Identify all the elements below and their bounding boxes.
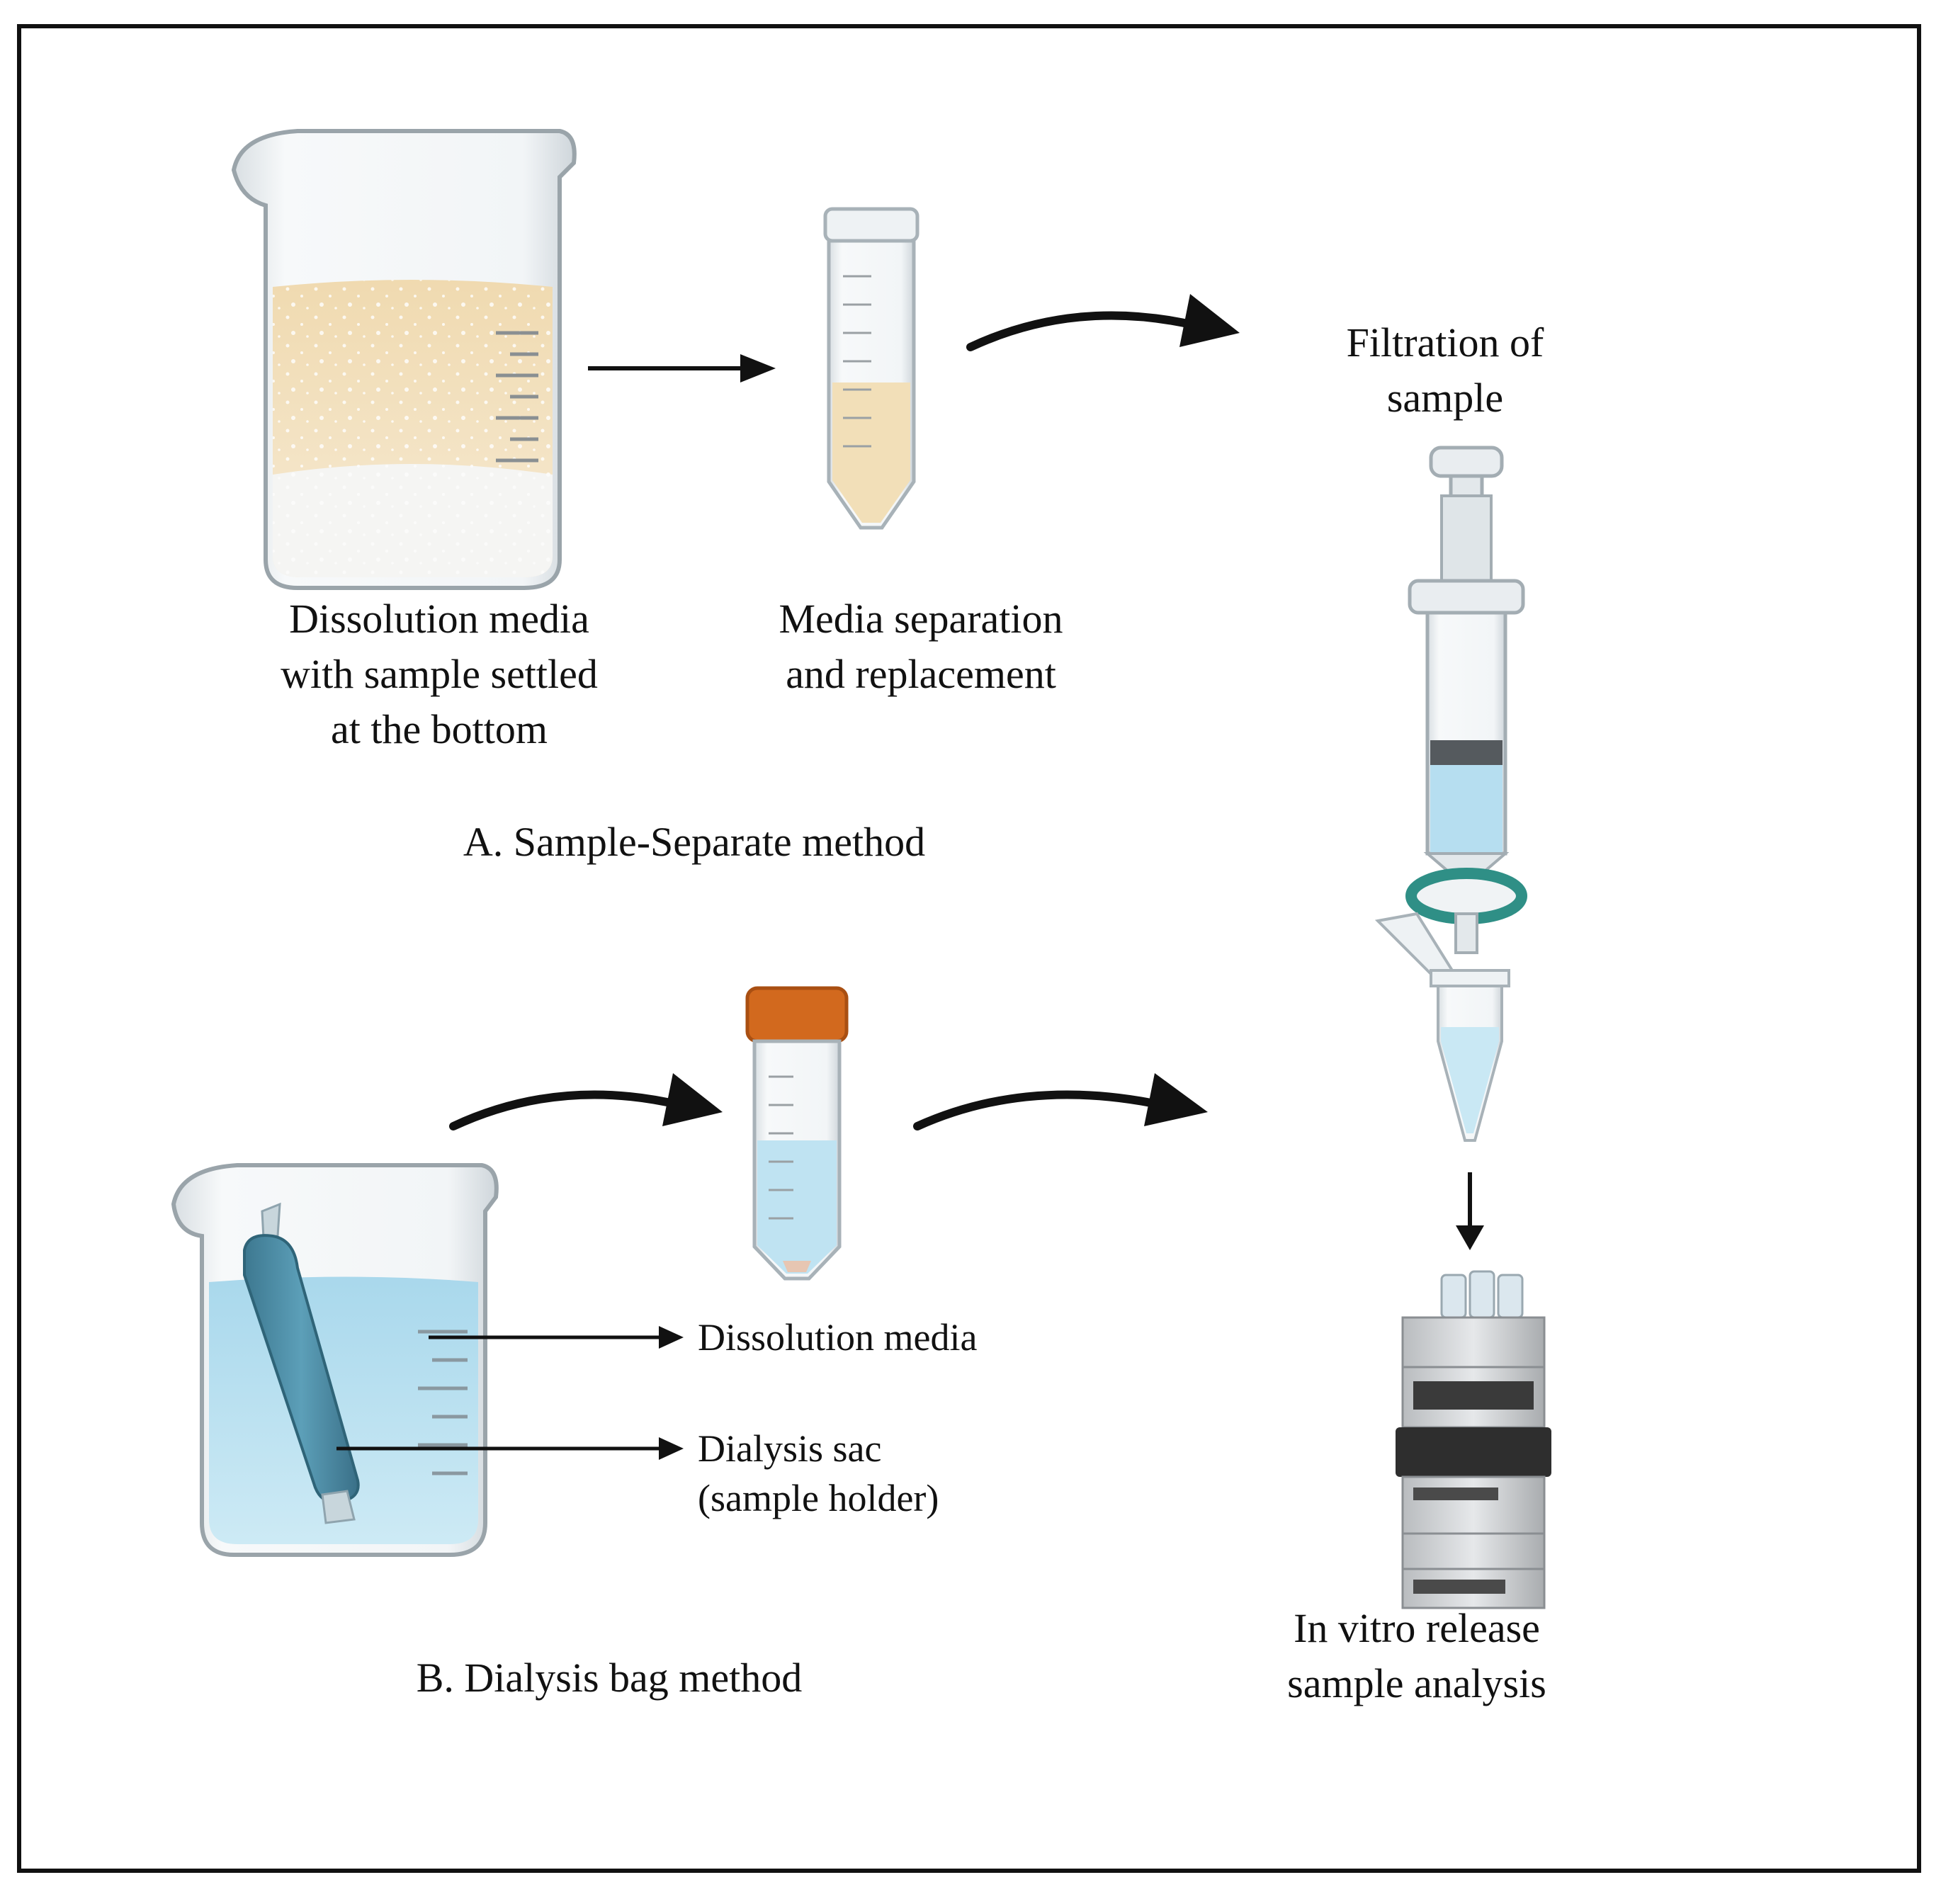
label-line: sample (1386, 375, 1504, 421)
label-line: A. Sample-Separate method (463, 819, 926, 865)
centrifuge-tube-icon (745, 986, 849, 1281)
label-dissolution-media: Dissolution media (698, 1313, 1066, 1362)
method-a-title: A. Sample-Separate method (368, 815, 1020, 870)
label-filtration: Filtration of sample (1289, 315, 1601, 426)
pointer-dialysis-sac (336, 1437, 684, 1460)
arrow-to-tube-b (449, 1073, 723, 1130)
microcentrifuge-tube-icon (1374, 912, 1510, 1142)
arrow-to-filtration-b (913, 1073, 1208, 1130)
label-dialysis-sac: Dialysis sac (sample holder) (698, 1424, 1066, 1523)
method-b-title: B. Dialysis bag method (340, 1650, 878, 1706)
label-line: (sample holder) (698, 1477, 939, 1519)
syringe-filter-icon (1405, 446, 1527, 954)
arrow-to-filtration-a (966, 294, 1240, 351)
label-analysis: In vitro release sample analysis (1233, 1601, 1601, 1711)
arrow-to-analysis (1456, 1172, 1484, 1250)
centrifuge-tube-icon (823, 207, 919, 530)
label-line: In vitro release (1294, 1605, 1540, 1651)
dialysis-bag-icon (243, 1202, 360, 1524)
arrow-to-tube (588, 354, 776, 382)
label-line: B. Dialysis bag method (416, 1655, 803, 1701)
label-media-separation: Media separation and replacement (723, 591, 1119, 702)
label-line: sample analysis (1287, 1660, 1546, 1706)
label-line: Dialysis sac (698, 1427, 882, 1470)
label-line: Filtration of (1346, 319, 1544, 366)
label-line: Dissolution media (289, 596, 589, 642)
hplc-instrument-icon (1396, 1270, 1551, 1609)
label-line: with sample settled (281, 651, 598, 697)
figure-frame (17, 24, 1921, 1873)
label-dissolution-settled: Dissolution media with sample settled at… (220, 591, 659, 757)
beaker-icon (231, 129, 577, 590)
label-line: at the bottom (330, 706, 548, 752)
label-line: Media separation (779, 596, 1063, 642)
pointer-dissolution-media (429, 1326, 684, 1349)
label-line: Dissolution media (698, 1316, 978, 1359)
label-line: and replacement (786, 651, 1056, 697)
